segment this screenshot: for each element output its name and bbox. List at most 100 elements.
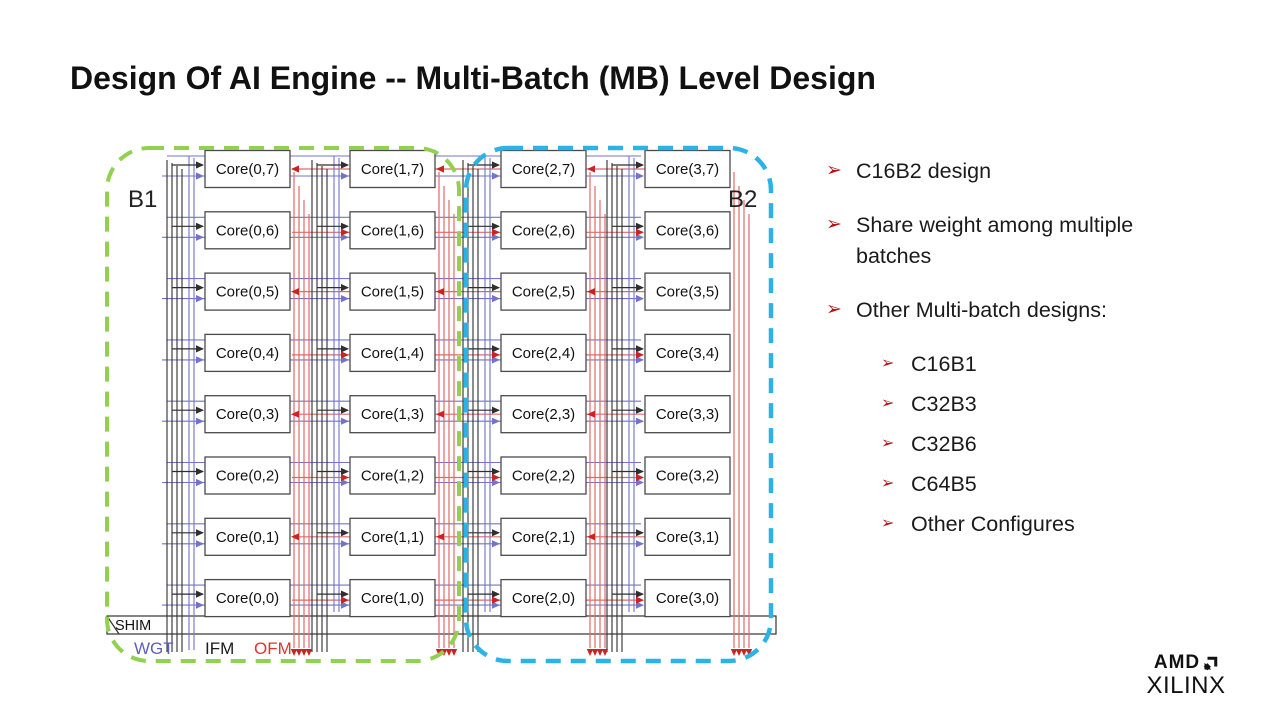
core-label: Core(1,3) (361, 406, 424, 423)
core-label: Core(3,4) (656, 345, 719, 362)
core-label: Core(3,0) (656, 590, 719, 607)
bullet-label: C16B2 design (856, 159, 992, 183)
core-label: Core(0,6) (216, 222, 279, 239)
core-box (204, 578, 291, 618)
xilinx-logo-text: XILINX (1146, 672, 1226, 699)
core-label: Core(2,5) (512, 284, 575, 301)
core-label: Core(0,2) (216, 468, 279, 485)
brand-logo: AMD XILINX (1146, 652, 1226, 700)
core-box (644, 211, 731, 250)
shim-label: SHIM (115, 618, 151, 634)
arrow-bullet-icon: ➢ (881, 395, 895, 412)
core-box (644, 456, 731, 495)
bullet-item: ➢ Other Configures (826, 509, 1266, 540)
core-box (204, 456, 291, 495)
core-box (204, 395, 291, 434)
bullet-item: ➢ C32B3 (826, 389, 1266, 420)
bullet-item: ➢ Other Multi-batch designs: (826, 295, 1266, 326)
core-label: Core(1,4) (361, 345, 424, 362)
core-box (644, 517, 731, 556)
amd-logo-text: AMD (1153, 652, 1201, 673)
bullet-item: ➢ C32B6 (826, 429, 1266, 460)
core-box (500, 517, 587, 556)
core-label: Core(3,1) (656, 529, 719, 546)
arrow-bullet-icon: ➢ (881, 515, 895, 532)
core-box (349, 517, 436, 556)
core-box (500, 149, 587, 189)
core-box (349, 149, 436, 189)
core-label: Core(0,0) (216, 590, 279, 607)
core-grid: Core(0,7)Core(0,6)Core(0,5)Core(0,4)Core… (172, 149, 731, 618)
core-label: Core(3,5) (656, 284, 719, 301)
batch-b1-label: B1 (128, 186, 157, 213)
core-box (204, 272, 291, 311)
arrow-bullet-icon: ➢ (881, 435, 895, 452)
core-label: Core(2,4) (512, 345, 575, 362)
batch-b2-label: B2 (728, 186, 757, 213)
core-label: Core(1,5) (361, 284, 424, 301)
batch-b1-region: B1 (105, 146, 461, 663)
core-box (500, 395, 587, 434)
core-box (204, 333, 291, 373)
core-box (500, 456, 587, 495)
core-box (349, 272, 436, 311)
arrow-bullet-icon: ➢ (826, 160, 842, 181)
bullet-item: ➢ C16B1 (826, 349, 1266, 380)
bullet-label: C32B3 (911, 392, 977, 416)
legend-ofm-label: OFM (254, 639, 292, 658)
batch-b2-region: B2 (463, 145, 774, 664)
amd-arrow-icon (1203, 656, 1218, 670)
core-label: Core(2,2) (512, 468, 575, 485)
core-box (349, 395, 436, 434)
core-label: Core(2,6) (512, 222, 575, 239)
legend-ifm-label: IFM (205, 639, 234, 658)
core-label: Core(3,2) (656, 468, 719, 485)
arrow-bullet-icon: ➢ (881, 475, 895, 492)
core-label: Core(2,0) (512, 590, 575, 607)
core-label: Core(2,7) (512, 161, 575, 178)
core-box (204, 517, 291, 556)
core-box (644, 149, 731, 189)
bullet-item: ➢ C16B2 design (826, 156, 1266, 187)
core-box (349, 578, 436, 618)
bullet-label: Other Multi-batch designs: (856, 298, 1107, 322)
arrow-bullet-icon: ➢ (826, 299, 842, 320)
arrow-bullet-icon: ➢ (881, 355, 895, 372)
core-label: Core(3,6) (656, 222, 719, 239)
core-box (644, 395, 731, 434)
bullet-label: Other Configures (911, 512, 1075, 536)
bullet-item: ➢Share weight among multiple batches (826, 210, 1266, 272)
ofm-output-bundles (290, 172, 753, 656)
core-box (204, 149, 291, 189)
page-title: Design Of AI Engine -- Multi-Batch (MB) … (70, 60, 876, 96)
core-box (644, 272, 731, 311)
bullet-label: C32B6 (911, 432, 977, 456)
core-label: Core(0,7) (216, 161, 279, 178)
core-box (644, 578, 731, 618)
shim-box (106, 615, 777, 635)
bullet-list: ➢ C16B2 design ➢Share weight among multipl… (826, 156, 1266, 549)
legend-wgt-label: WGT (134, 639, 174, 658)
bullet-label: C64B5 (911, 472, 977, 496)
core-box (500, 211, 587, 250)
core-label: Core(1,0) (361, 590, 424, 607)
bullet-label: C16B1 (911, 352, 977, 376)
core-label: Core(3,3) (656, 406, 719, 423)
core-label: Core(2,1) (512, 529, 575, 546)
core-box (500, 333, 587, 373)
bullet-item: ➢ C64B5 (826, 469, 1266, 500)
core-label: Core(0,5) (216, 284, 279, 301)
core-label: Core(1,1) (361, 529, 424, 546)
core-label: Core(1,6) (361, 222, 424, 239)
core-label: Core(2,3) (512, 406, 575, 423)
core-label: Core(0,1) (216, 529, 279, 546)
core-label: Core(1,2) (361, 468, 424, 485)
core-box (349, 456, 436, 495)
core-box (349, 333, 436, 373)
arrow-bullet-icon: ➢ (826, 214, 842, 235)
core-box (349, 211, 436, 250)
core-label: Core(0,3) (216, 406, 279, 423)
ifm-wgt-trunks (166, 156, 635, 652)
core-label: Core(3,7) (656, 161, 719, 178)
